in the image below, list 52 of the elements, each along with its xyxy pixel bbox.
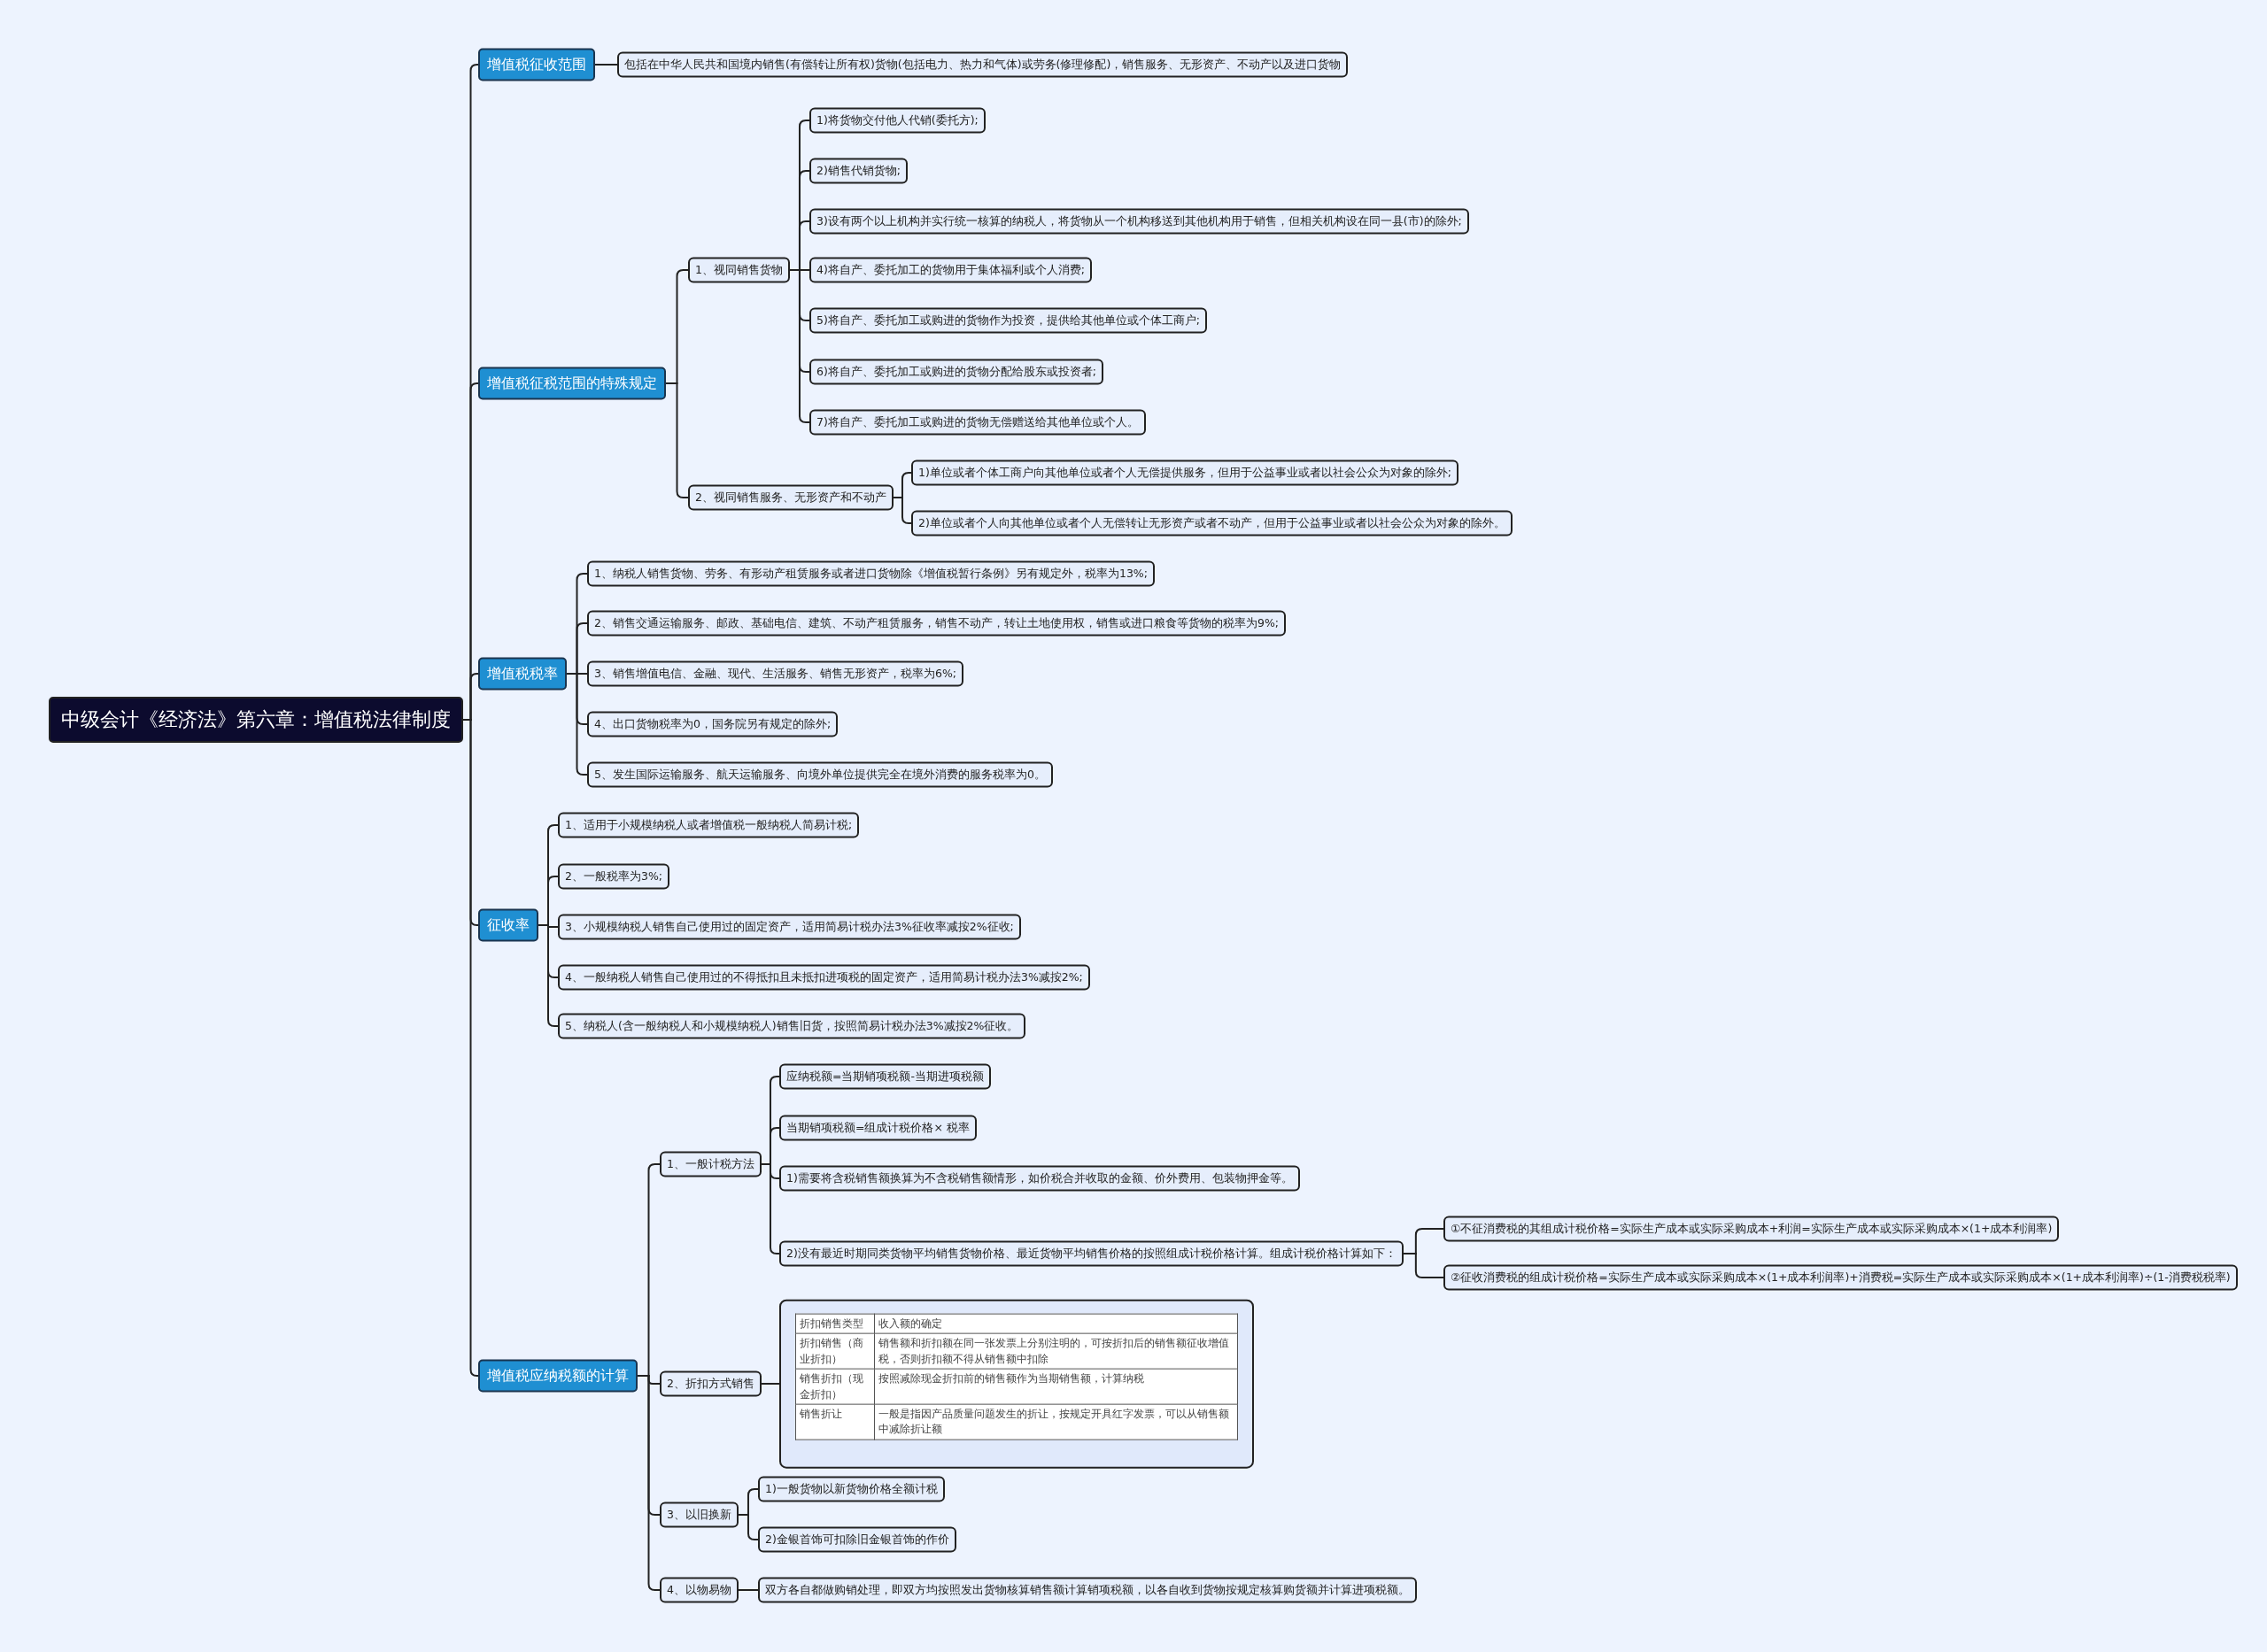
branch-topic: 增值税应纳税额的计算 — [478, 1359, 638, 1393]
table-cell: 折扣销售类型 — [795, 1314, 875, 1334]
topic-box: 5、纳税人(含一般纳税人和小规模纳税人)销售旧货，按照简易计税办法3%减按2%征收。 — [558, 1013, 1026, 1039]
branch-topic: 增值税征税范围的特殊规定 — [478, 367, 666, 400]
topic-box: 1)一般货物以新货物价格全额计税 — [758, 1476, 945, 1502]
table-cell: 销售折扣（现金折扣） — [795, 1369, 875, 1405]
topic-box: 2、视同销售服务、无形资产和不动产 — [688, 484, 894, 511]
topic-box: 5、发生国际运输服务、航天运输服务、向境外单位提供完全在境外消费的服务税率为0。 — [587, 761, 1053, 788]
topic-box: 4)将自产、委托加工的货物用于集体福利或个人消费; — [809, 257, 1093, 283]
topic-box: 1)将货物交付他人代销(委托方); — [809, 107, 986, 134]
topic-box: 双方各自都做购销处理，即双方均按照发出货物核算销售额计算销项税额，以各自收到货物按规定核算购货额并计算进项税额。 — [758, 1577, 1417, 1603]
table-cell: 折扣销售（商业折扣） — [795, 1333, 875, 1370]
root-topic: 中级会计《经济法》第六章：增值税法律制度 — [49, 697, 463, 743]
connector — [594, 64, 618, 66]
topic-box: 2、一般税率为3%; — [558, 863, 669, 890]
topic-box: 2)金银首饰可扣除旧金银首饰的作价 — [758, 1526, 956, 1553]
topic-box: 3、销售增值电信、金融、现代、生活服务、销售无形资产，税率为6%; — [587, 660, 963, 687]
topic-box: 2、销售交通运输服务、邮政、基础电信、建筑、不动产租赁服务，销售不动产，转让土地使用权，销售或进口粮食等货物的税率为9%; — [587, 610, 1286, 637]
topic-box: 包括在中华人民共和国境内销售(有偿转让所有权)货物(包括电力、热力和气体)或劳务(修理修配)，销售服务、无形资产、不动产以及进口货物 — [617, 51, 1349, 78]
topic-box: 2、折扣方式销售 — [660, 1370, 762, 1397]
table-card — [779, 1299, 1254, 1469]
branch-topic: 征收率 — [478, 908, 538, 942]
table-cell: 销售折让 — [795, 1404, 875, 1440]
topic-box: 3)设有两个以上机构并实行统一核算的纳税人，将货物从一个机构移送到其他机构用于销售，但相关机构设在同一县(市)的除外; — [809, 208, 1469, 235]
topic-box: 1)单位或者个体工商户向其他单位或者个人无偿提供服务，但用于公益事业或者以社会公众为对象的除外; — [911, 459, 1459, 486]
topic-box: ①不征消费税的其组成计税价格=实际生产成本或实际采购成本+利润=实际生产成本或实际采购成本×(1+成本利润率) — [1443, 1216, 2060, 1242]
connector — [1402, 1253, 1444, 1278]
branch-topic: 增值税税率 — [478, 657, 567, 691]
topic-box: 2)销售代销货物; — [809, 158, 909, 184]
topic-box: 1、一般计税方法 — [660, 1151, 762, 1177]
topic-box: 4、以物易物 — [660, 1577, 739, 1603]
topic-box: 2)单位或者个人向其他单位或者个人无偿转让无形资产或者不动产，但用于公益事业或者以社会公众为对象的除外。 — [911, 510, 1513, 537]
topic-box: 1、适用于小规模纳税人或者增值税一般纳税人简易计税; — [558, 812, 860, 838]
topic-box: 7)将自产、委托加工或购进的货物无偿赠送给其他单位或个人。 — [809, 409, 1146, 436]
topic-box: 2)没有最近时期同类货物平均销售货物价格、最近货物平均销售价格的按照组成计税价格计算。组成计税价格计算如下： — [779, 1240, 1404, 1267]
connector — [760, 1383, 780, 1385]
topic-box: 3、以旧换新 — [660, 1501, 739, 1528]
topic-box: 1、视同销售货物 — [688, 257, 790, 283]
connector — [737, 1589, 759, 1591]
topic-box: 1)需要将含税销售额换算为不含税销售额情形，如价税合并收取的金额、价外费用、包装物押金等。 — [779, 1165, 1300, 1192]
topic-box: 应纳税额=当期销项税额-当期进项税额 — [779, 1063, 991, 1090]
branch-topic: 增值税征收范围 — [478, 48, 595, 81]
topic-box: 3、小规模纳税人销售自己使用过的固定资产，适用简易计税办法3%征收率减按2%征收; — [558, 914, 1021, 940]
topic-box: ②征收消费税的组成计税价格=实际生产成本或实际采购成本×(1+成本利润率)+消费税=实际生产成本或实际采购成本×(1+成本利润率)÷(1-消费税税率) — [1443, 1264, 2238, 1291]
topic-box: 6)将自产、委托加工或购进的货物分配给股东或投资者; — [809, 359, 1104, 385]
connector — [760, 1163, 780, 1254]
topic-box: 5)将自产、委托加工或购进的货物作为投资，提供给其他单位或个体工商户; — [809, 307, 1208, 334]
connector — [892, 497, 912, 524]
topic-box: 1、纳税人销售货物、劳务、有形动产租赁服务或者进口货物除《增值税暂行条例》另有规定外，税率为13%; — [587, 560, 1155, 587]
topic-box: 当期销项税额=组成计税价格× 税率 — [779, 1115, 977, 1141]
topic-box: 4、出口货物税率为0，国务院另有规定的除外; — [587, 711, 839, 737]
topic-box: 4、一般纳税人销售自己使用过的不得抵扣且未抵扣进项税的固定资产，适用简易计税办法3%减按2%; — [558, 964, 1090, 991]
